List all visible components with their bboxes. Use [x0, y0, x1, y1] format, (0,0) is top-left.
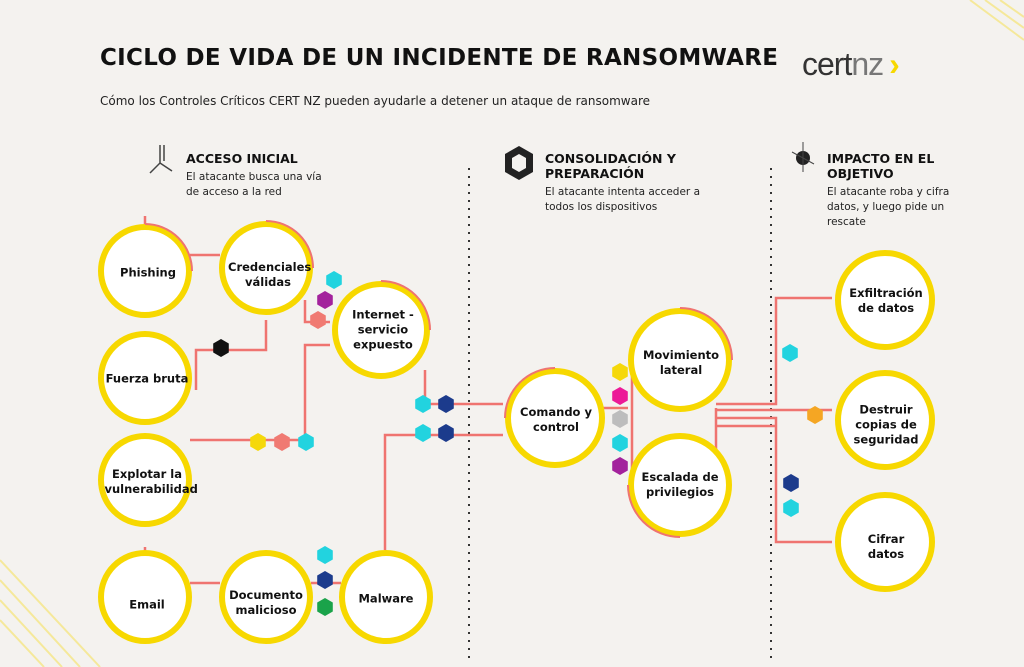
node-exfiltracion: Exfiltración de datos: [849, 286, 923, 315]
control-hexagon-navy: [317, 571, 333, 589]
control-hexagon-cyan: [783, 499, 799, 517]
node-credenciales: Credenciales válidas: [228, 260, 312, 289]
control-hexagon-cyan: [298, 433, 314, 451]
control-hexagon-pink: [612, 387, 628, 405]
node-phishing: Phishing: [120, 265, 176, 280]
phase-consolidation: CONSOLIDACIÓN Y PREPARACIÓN El atacante …: [545, 151, 705, 215]
control-hexagon-cyan: [612, 434, 628, 452]
node-explotar: Explotar la vulnerabilidad: [104, 467, 198, 496]
node-circles: [98, 221, 935, 644]
control-hexagon-navy: [783, 474, 799, 492]
access-icon: [149, 145, 173, 174]
node-email: Email: [129, 597, 165, 612]
control-hexagon-orange: [807, 406, 823, 424]
page-subtitle: Cómo los Controles Críticos CERT NZ pued…: [100, 94, 650, 108]
node-cifrar: Cifrar datos: [867, 532, 905, 561]
control-hexagon-cyan: [782, 344, 798, 362]
phase-title: ACCESO INICIAL: [186, 151, 298, 166]
control-hexagons: [213, 271, 823, 616]
node-destruir: Destruir copias de seguridad: [853, 402, 919, 447]
phase-initial-access: ACCESO INICIAL El atacante busca una vía…: [186, 151, 326, 200]
node-escalada: Escalada de privilegios: [641, 470, 719, 499]
control-hexagon-cyan: [415, 395, 431, 413]
control-hexagon-navy: [438, 424, 454, 442]
control-hexagon-salmon: [274, 433, 290, 451]
phase-description: El atacante roba y cifra datos, y luego …: [827, 186, 950, 228]
node-documento: Documento malicioso: [229, 588, 303, 617]
phase-description: El atacante busca una vía de acceso a la…: [186, 171, 322, 198]
control-hexagon-purple: [317, 291, 333, 309]
control-hexagon-cyan: [317, 546, 333, 564]
phase-description: El atacante intenta acceder a todos los …: [545, 186, 700, 213]
control-hexagon-purple: [612, 457, 628, 475]
logo-cert: cert: [802, 46, 852, 82]
logo-nz: nz: [851, 46, 884, 82]
control-hexagon-grey: [612, 410, 628, 428]
impact-icon: [791, 142, 815, 172]
control-hexagon-navy: [438, 395, 454, 413]
node-comando: Comando y control: [520, 405, 592, 434]
control-hexagon-yellow: [612, 363, 628, 381]
control-hexagon-black: [213, 339, 229, 357]
node-outer-arcs: [144, 220, 733, 538]
node-movimiento: Movimiento lateral: [642, 348, 720, 377]
node-internet: Internet - servicio expuesto: [352, 307, 414, 352]
phase-title: CONSOLIDACIÓN Y PREPARACIÓN: [545, 151, 676, 181]
control-hexagon-green: [317, 598, 333, 616]
cert-nz-logo: certnz›: [802, 46, 900, 83]
phase-impact: IMPACTO EN EL OBJETIVO El atacante roba …: [827, 151, 977, 230]
control-hexagon-yellow: [250, 433, 266, 451]
node-fuerza-bruta: Fuerza bruta: [105, 371, 189, 386]
node-malware: Malware: [358, 591, 414, 606]
phase-title: IMPACTO EN EL OBJETIVO: [827, 151, 935, 181]
hexagon-shield-icon: [505, 146, 533, 180]
page-title: CICLO DE VIDA DE UN INCIDENTE DE RANSOMW…: [100, 45, 779, 71]
control-hexagon-cyan: [415, 424, 431, 442]
control-hexagon-salmon: [310, 311, 326, 329]
control-hexagon-cyan: [326, 271, 342, 289]
chevron-icon: ›: [889, 46, 900, 82]
phase-dividers: [468, 168, 772, 660]
